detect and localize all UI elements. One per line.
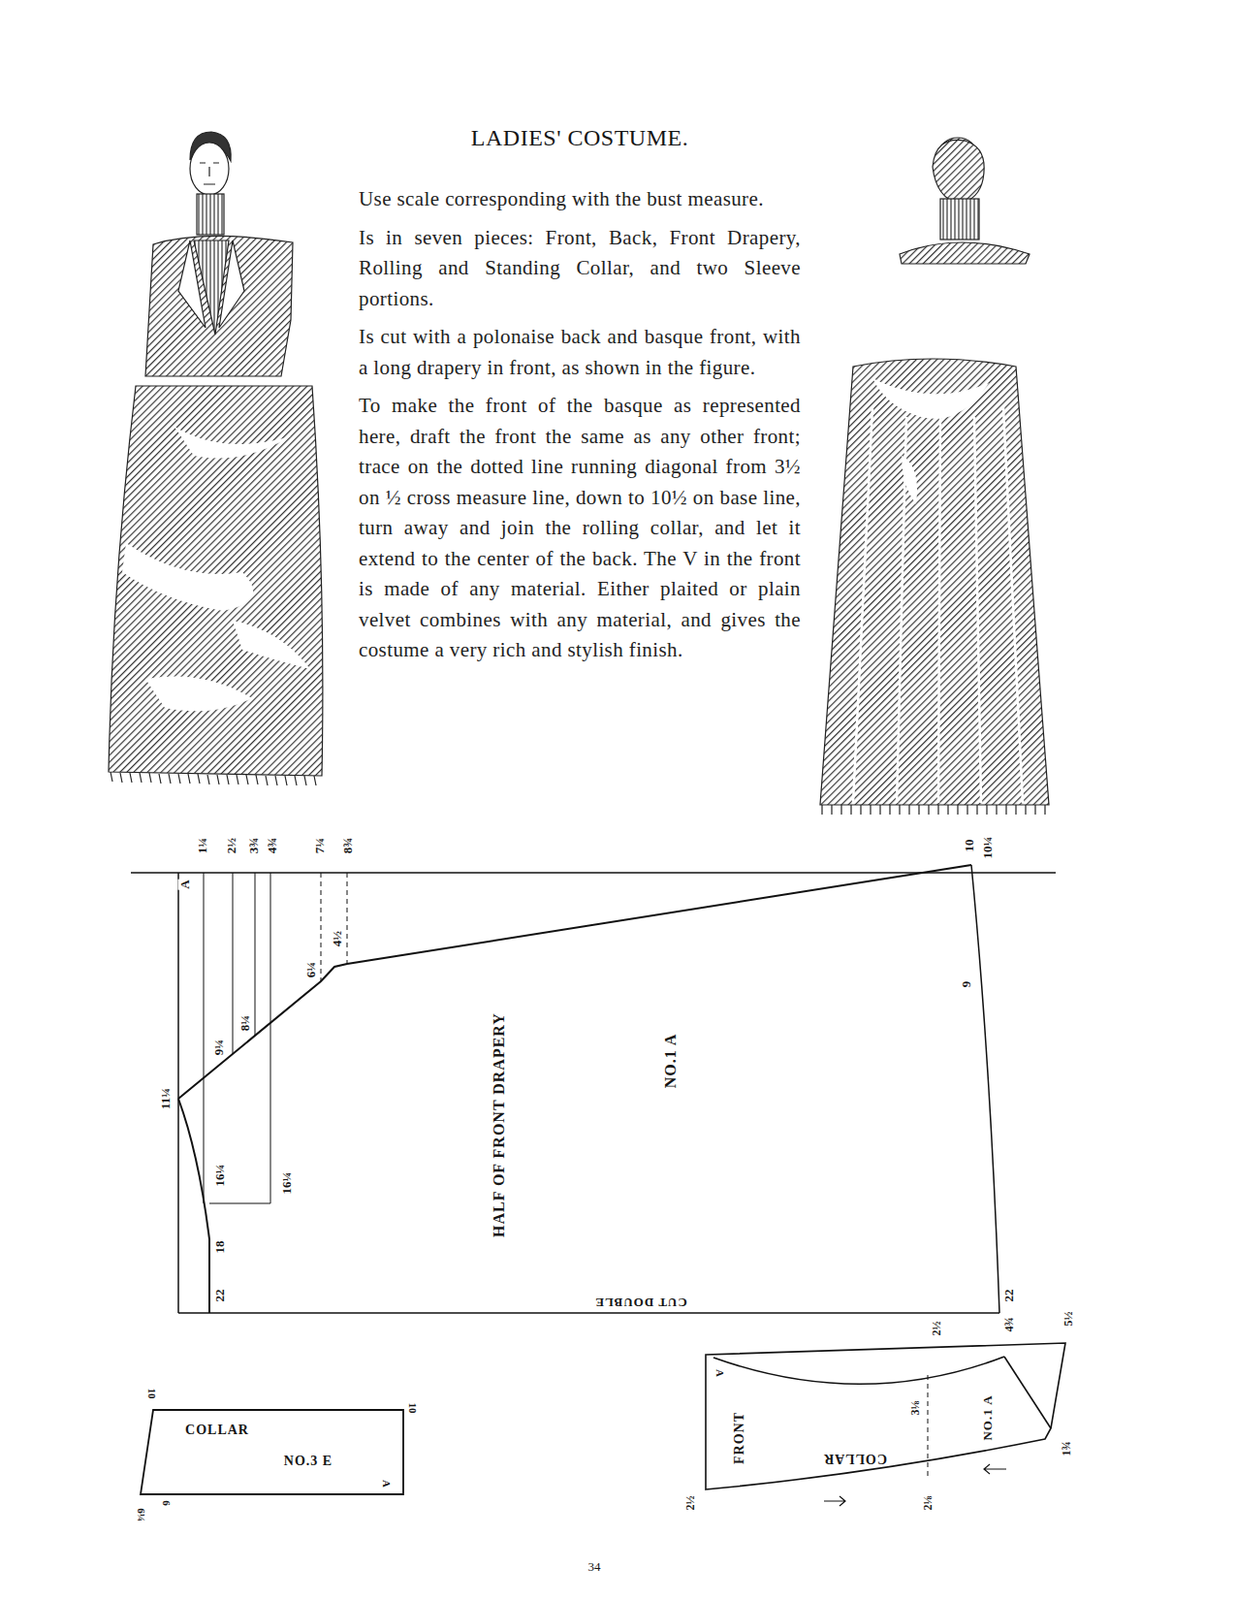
measure-number: 10: [146, 1387, 158, 1400]
face-lines: [199, 162, 220, 185]
measure-number: 2½: [224, 836, 238, 855]
standing-collar: [940, 198, 980, 240]
front-view-figure: [108, 131, 323, 786]
measure-number: 4¾: [265, 836, 279, 855]
measure-lines: [203, 872, 271, 1204]
side-curve: [178, 1098, 210, 1313]
skirt-fringe: [110, 771, 317, 786]
measure-number: 4½: [330, 929, 344, 948]
measure-number: 3⅛: [909, 1399, 921, 1417]
piece-number: NO.1 A: [981, 1392, 994, 1442]
waist-slant: [347, 864, 972, 964]
measure-number: 1¼: [195, 836, 209, 855]
pleat-lines: [853, 407, 1023, 803]
measure-number: 22: [213, 1288, 226, 1303]
instruction-paragraph: Use scale corresponding with the bust me…: [358, 184, 801, 216]
measure-number: A: [714, 1367, 726, 1378]
basque-bodice: [145, 235, 293, 377]
cut-note: CUT DOUBLE: [592, 1296, 689, 1309]
piece-name: FRONT: [732, 1409, 747, 1466]
instruction-paragraph: Is in seven pieces: Front, Back, Front D…: [358, 222, 801, 316]
pattern-piece: FRONT COLLAR NO.1 A: [705, 1342, 1066, 1490]
measure-number: 16¼: [213, 1163, 226, 1188]
instruction-paragraph: Is cut with a polonaise back and basque …: [358, 321, 801, 383]
piece-number: NO.1 A: [663, 1031, 679, 1091]
measure-number: A: [178, 878, 191, 889]
measure-number: 11¼: [158, 1086, 172, 1110]
piece-name: COLLAR: [183, 1423, 252, 1437]
measure-number: 10¼: [981, 835, 994, 860]
instruction-paragraph: To make the front of the basque as repre…: [358, 390, 801, 666]
measure-number: 22: [1002, 1288, 1015, 1303]
measure-number: 7¼: [313, 836, 326, 855]
dotted-lines: [320, 872, 348, 982]
measure-number: 4¾: [1003, 1316, 1015, 1333]
back-view-figure: [820, 137, 1049, 815]
collar-outline: [140, 1409, 404, 1494]
collar-outline: [705, 1342, 1066, 1490]
measure-number: 6¼: [304, 960, 317, 979]
measure-number: 9: [959, 980, 973, 989]
measure-number: 10: [962, 838, 976, 854]
measure-number: 2½: [684, 1494, 697, 1512]
drapery-highlights: [122, 426, 311, 711]
piece-name: COLLAR: [821, 1451, 889, 1465]
standing-collar: [196, 193, 224, 235]
front-collar-lines: [705, 1342, 1066, 1506]
piece-name: HALF OF FRONT DRAPERY: [491, 1010, 508, 1239]
page-number: 34: [587, 1559, 603, 1573]
grain-arrow: [824, 1495, 846, 1506]
rolling-collar: [178, 240, 245, 328]
back-highlights: [872, 378, 989, 505]
measure-number: 2½: [930, 1320, 943, 1337]
polonaise-back: [820, 358, 1049, 805]
measure-number: 1¾: [1060, 1440, 1073, 1458]
fold-line: [178, 1311, 1000, 1314]
left-line: [177, 872, 180, 1313]
pattern-piece: COLLAR NO.3 E: [140, 1409, 404, 1494]
measure-number: 8¾: [341, 836, 354, 855]
measure-number: 6¼: [135, 1506, 147, 1522]
measure-number: A: [380, 1478, 392, 1489]
measure-number: 3¾: [247, 836, 260, 855]
neck-curve: [713, 1356, 1005, 1384]
drapery-draft-lines: [130, 864, 1056, 1313]
measure-number: 6: [160, 1498, 172, 1507]
skirt-fringe: [822, 804, 1046, 815]
shoulders: [899, 242, 1030, 264]
bottom-edge: [971, 864, 1000, 1313]
measure-number: 8¼: [238, 1014, 252, 1032]
grain-arrow: [983, 1463, 1007, 1474]
measure-number: 9¼: [212, 1038, 225, 1056]
measure-number: 5½: [1062, 1310, 1075, 1328]
pattern-piece: HALF OF FRONT DRAPERY NO.1 A CUT DOUBLE: [178, 872, 1000, 1313]
head: [932, 139, 984, 204]
measure-number: 10: [407, 1401, 418, 1415]
head: [190, 142, 229, 195]
measure-number: 16¼: [280, 1171, 293, 1196]
roll-line: [1004, 1356, 1051, 1428]
dotted-line: [927, 1374, 929, 1479]
piece-number: NO.3 E: [282, 1454, 335, 1468]
measure-number: 2⅛: [921, 1494, 934, 1512]
page-title: LADIES' COSTUME.: [471, 126, 689, 150]
front-drapery-skirt: [108, 385, 323, 776]
measure-number: 18: [213, 1239, 226, 1255]
instructions: Use scale corresponding with the bust me…: [358, 184, 801, 674]
